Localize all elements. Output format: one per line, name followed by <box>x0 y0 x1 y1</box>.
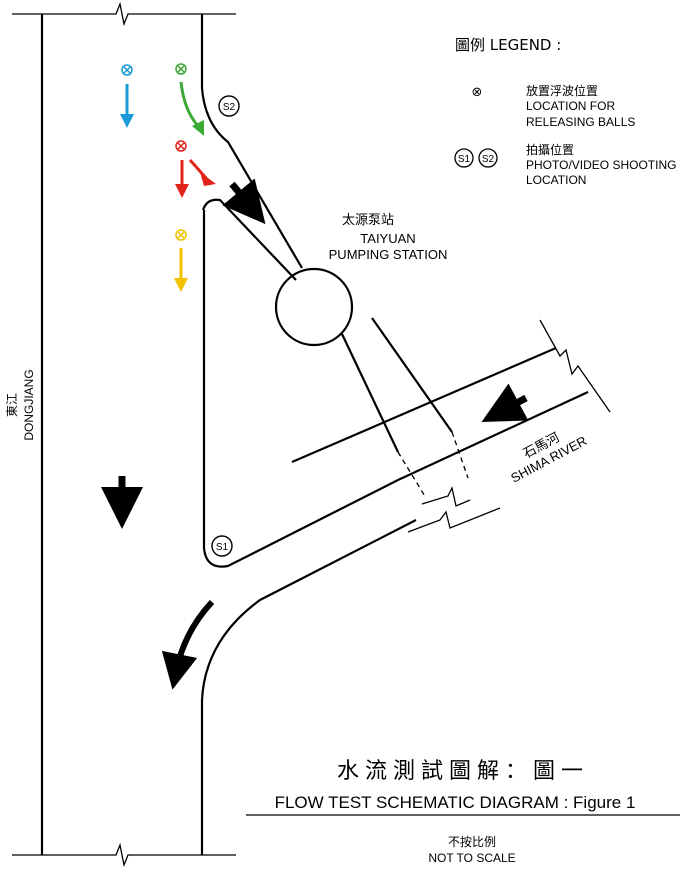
scale-note-en: NOT TO SCALE <box>428 851 515 865</box>
legend: 圖例 LEGEND : ⊗ 放置浮波位置 LOCATION FOR RELEAS… <box>454 36 676 187</box>
legend-release-en-1: LOCATION FOR <box>526 99 615 113</box>
s1-label: S1 <box>216 542 229 553</box>
shooting-location-s1: S1 <box>211 535 233 557</box>
legend-s2-text: S2 <box>482 154 495 165</box>
flow-arrows <box>101 178 529 690</box>
release-point-blue <box>120 64 134 128</box>
release-point-red <box>175 140 216 198</box>
s2-label: S2 <box>223 102 236 113</box>
legend-shoot-en-2: LOCATION <box>526 173 586 187</box>
dongjiang-right-bank-upper <box>200 14 303 269</box>
release-point-green <box>175 63 204 136</box>
shima-river <box>291 319 611 533</box>
release-point-yellow <box>174 229 188 292</box>
dongjiang-label-zh: 東江 <box>5 393 19 417</box>
dongjiang-river <box>12 1 417 868</box>
shima-river-label: 石馬河 SHIMA RIVER <box>508 430 589 485</box>
legend-s1-text: S1 <box>458 154 471 165</box>
station-label-zh: 太源泵站 <box>342 213 394 228</box>
top-break-line <box>12 1 236 27</box>
outflow-channel <box>341 317 471 507</box>
title-block: 水流測試圖解：圖一 FLOW TEST SCHEMATIC DIAGRAM : … <box>246 759 680 865</box>
legend-release-en-2: RELEASING BALLS <box>526 115 635 129</box>
pumping-station <box>274 267 354 347</box>
title-en: FLOW TEST SCHEMATIC DIAGRAM : Figure 1 <box>275 793 636 812</box>
title-zh: 水流測試圖解：圖一 <box>337 759 589 784</box>
triangular-island <box>201 198 399 568</box>
legend-s1-circle <box>454 148 474 168</box>
dongjiang-label: DONGJIANG 東江 <box>5 369 36 440</box>
legend-release-zh: 放置浮波位置 <box>526 83 598 98</box>
station-label-en-1: TAIYUAN <box>360 231 415 246</box>
flow-arrow-shima <box>481 383 529 422</box>
legend-shoot-en-1: PHOTO/VIDEO SHOOTING <box>526 158 676 172</box>
legend-release-symbol: ⊗ <box>472 84 483 99</box>
dongjiang-right-bank-lower <box>200 519 417 855</box>
legend-shoot-zh: 拍攝位置 <box>526 142 574 157</box>
bottom-break-line <box>12 842 236 868</box>
flow-arrow-downstream <box>161 599 215 690</box>
station-label-en-2: PUMPING STATION <box>329 247 448 262</box>
flow-arrow-to-station <box>222 178 266 225</box>
dongjiang-label-en: DONGJIANG <box>22 369 36 440</box>
scale-note-zh: 不按比例 <box>448 835 496 849</box>
legend-title: 圖例 LEGEND : <box>455 36 561 54</box>
shooting-location-s2: S2 <box>218 95 240 117</box>
legend-s2-circle <box>478 148 498 168</box>
